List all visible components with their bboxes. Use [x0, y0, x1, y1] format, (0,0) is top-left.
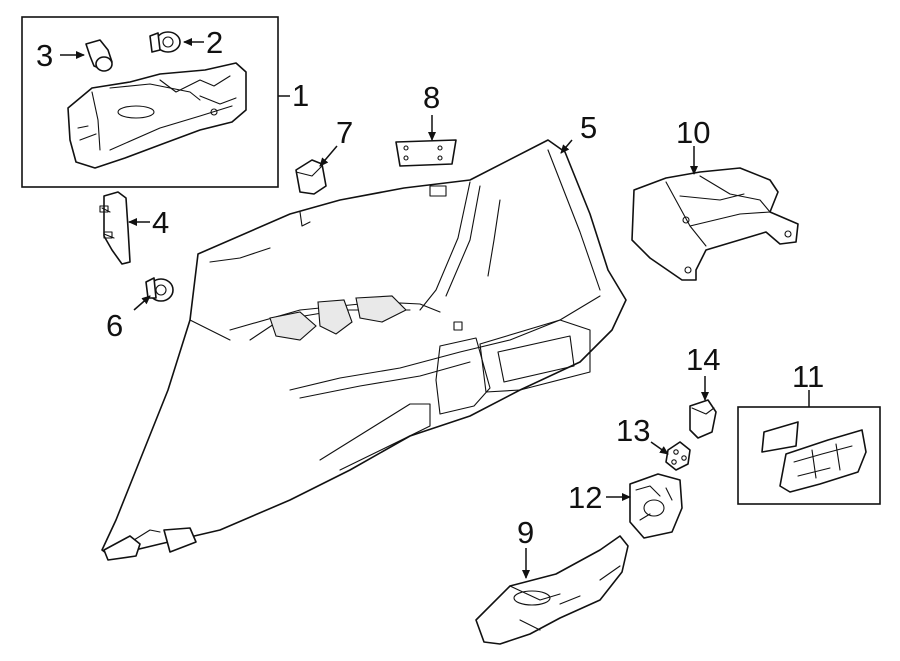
- callout-8: 8: [423, 80, 440, 115]
- part-8-plate: [395, 139, 457, 167]
- part-5-quarter-trim-panel: [101, 139, 627, 561]
- leader-6: [133, 295, 151, 311]
- leader-13: [650, 441, 669, 455]
- leader-5: [560, 139, 573, 154]
- callout-10: 10: [676, 115, 710, 150]
- callout-1: 1: [292, 78, 309, 113]
- callout-11: 11: [792, 359, 824, 394]
- part-11-pad-and-bracket: [761, 421, 867, 493]
- callout-14: 14: [686, 342, 720, 377]
- callout-7: 7: [336, 115, 353, 150]
- part-2-clip: [149, 31, 181, 53]
- part-6-clip: [145, 277, 174, 302]
- callout-12: 12: [568, 480, 602, 515]
- callout-2: 2: [206, 25, 223, 60]
- callout-numbers: 1 2 3 4 5 6 7 8 9 10 11 12 13 14: [36, 25, 824, 550]
- part-3-push-clip: [85, 39, 113, 72]
- callout-3: 3: [36, 38, 53, 73]
- callout-6: 6: [106, 308, 123, 343]
- part-1-upper-trim-panel: [67, 62, 247, 169]
- part-9-trim-piece: [475, 535, 629, 645]
- leader-lines: [60, 38, 810, 579]
- part-1-inset-frame: [21, 16, 279, 188]
- part-4-bracket: [99, 191, 131, 265]
- part-10-bracket: [631, 167, 799, 281]
- part-7-cap: [295, 159, 327, 195]
- part-14-cap: [689, 399, 717, 439]
- part-12-housing: [629, 473, 683, 539]
- callout-9: 9: [517, 515, 534, 550]
- callout-13: 13: [616, 413, 650, 448]
- callout-4: 4: [152, 205, 169, 240]
- leader-7: [319, 145, 338, 167]
- part-13-small-plate: [665, 441, 691, 471]
- callout-5: 5: [580, 110, 597, 145]
